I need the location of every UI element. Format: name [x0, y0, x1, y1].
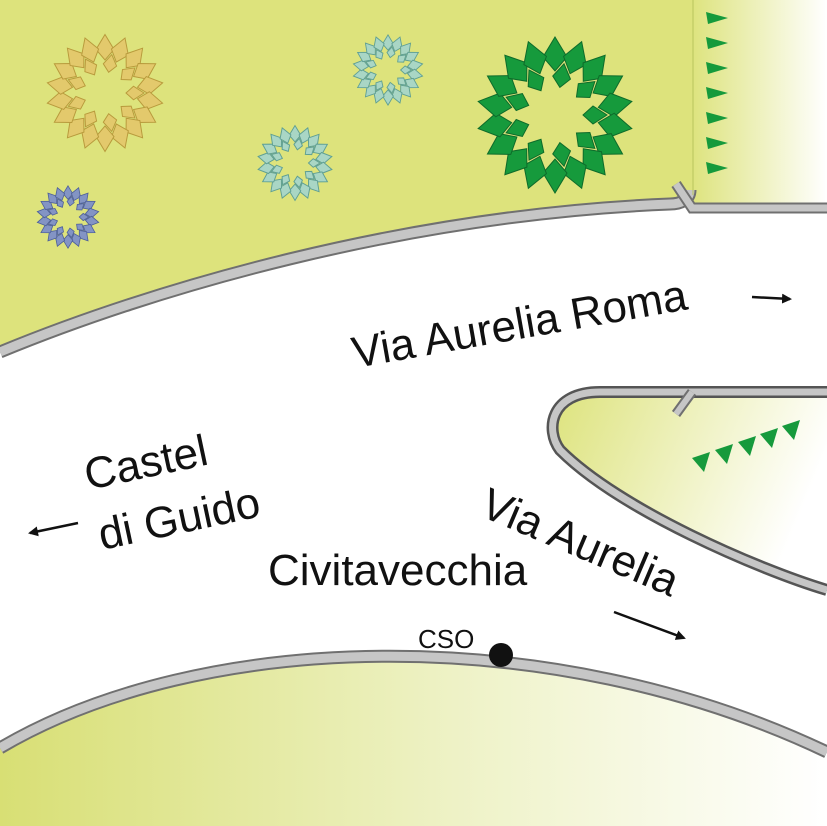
- arrow-icon: [613, 610, 686, 640]
- tree-icon: [477, 36, 633, 194]
- grass-area-south: [0, 656, 827, 826]
- label-via-aurelia-roma: Via Aurelia Roma: [348, 271, 691, 378]
- grass-area-north: [0, 0, 690, 352]
- label-castel: Castel: [80, 426, 212, 500]
- grass-area-northeast: [690, 0, 827, 207]
- label-cso: CSO: [418, 624, 474, 654]
- hedge-markers-island: [692, 420, 800, 472]
- arrow-icon: [751, 293, 792, 304]
- label-civitavecchia: Civitavecchia: [268, 546, 528, 595]
- arrow-icon: [28, 521, 79, 537]
- traffic-island: [552, 392, 827, 590]
- station-marker-icon: [489, 643, 513, 667]
- hedge-markers-north: [706, 12, 728, 174]
